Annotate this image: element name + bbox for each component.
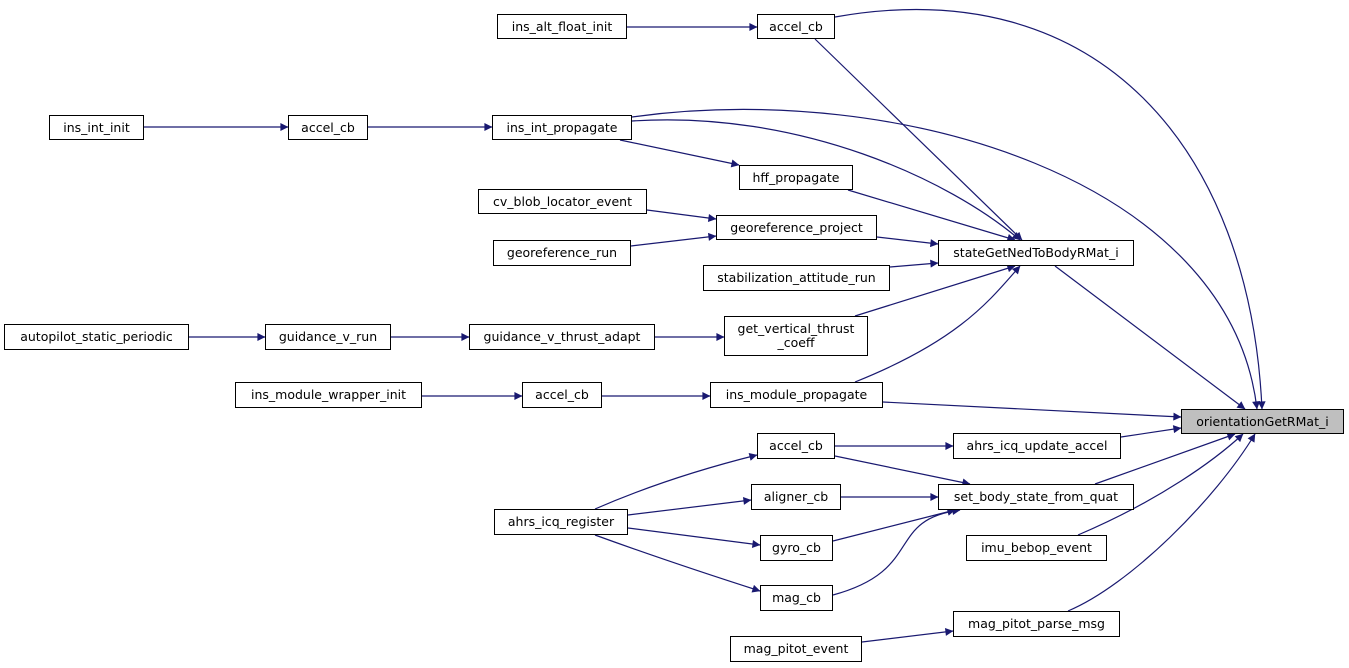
edge-mag-pitot-parse-msg-to-orientation (1067, 433, 1256, 612)
node-accel-cb-icq[interactable]: accel_cb (757, 433, 835, 459)
node-hff-propagate[interactable]: hff_propagate (739, 165, 853, 190)
edge-ahrs-icq-register-to-aligner-cb (627, 496, 752, 516)
node-guidance-v-thrust-adapt[interactable]: guidance_v_thrust_adapt (469, 324, 655, 350)
node-mag-pitot-event[interactable]: mag_pitot_event (730, 636, 862, 662)
node-get-vertical-thrust-coeff[interactable]: get_vertical_thrust _coeff (724, 316, 868, 356)
edge-georeference-run-to-georeference-project (630, 232, 717, 247)
node-ahrs-icq-register[interactable]: ahrs_icq_register (494, 509, 628, 535)
node-accel-cb-int[interactable]: accel_cb (288, 115, 368, 140)
node-guidance-v-run[interactable]: guidance_v_run (265, 324, 391, 350)
edge-mag-pitot-event-to-mag-pitot-parse-msg (861, 627, 954, 643)
edge-ins-module-propagate-to-state-ned (854, 265, 1021, 383)
edge-ins-int-propagate-to-orientation (631, 108, 1261, 410)
node-mag-pitot-parse-msg[interactable]: mag_pitot_parse_msg (953, 611, 1120, 637)
node-set-body-state-from-quat[interactable]: set_body_state_from_quat (938, 484, 1134, 510)
edge-stabilization-attitude-run-to-state-ned (889, 259, 939, 268)
edge-get-vertical-thrust-coeff-to-state-ned (854, 264, 1016, 317)
node-state-get-ned-to-body-rmat-i[interactable]: stateGetNedToBodyRMat_i (938, 240, 1134, 266)
node-imu-bebop-event[interactable]: imu_bebop_event (966, 535, 1107, 561)
edge-accel-cb-to-state-ned (814, 38, 1023, 241)
edge-ahrs-icq-register-to-mag-cb (594, 534, 761, 593)
node-orientation-get-rmat-i: orientationGetRMat_i (1181, 409, 1344, 434)
edge-cv-blob-locator-event-to-georeference-project (646, 209, 717, 222)
node-ins-alt-float-init[interactable]: ins_alt_float_init (497, 14, 627, 39)
edge-ins-module-propagate-to-orientation (882, 401, 1182, 421)
node-aligner-cb[interactable]: aligner_cb (751, 484, 841, 510)
edge-mag-cb-to-set-body-state (832, 507, 961, 596)
edge-state-ned-to-orientation (1054, 265, 1246, 410)
node-georeference-project[interactable]: georeference_project (716, 215, 877, 240)
edge-hff-propagate-to-state-ned (847, 189, 1016, 242)
edge-ahrs-icq-register-to-accel-cb-icq (594, 452, 758, 510)
node-autopilot-static-periodic[interactable]: autopilot_static_periodic (4, 324, 189, 350)
edge-ins-int-propagate-to-state-ned (631, 119, 1021, 241)
edge-ahrs-icq-update-accel-to-orientation (1120, 425, 1182, 438)
node-ins-int-propagate[interactable]: ins_int_propagate (492, 115, 632, 140)
node-ins-int-init[interactable]: ins_int_init (49, 115, 144, 140)
node-cv-blob-locator-event[interactable]: cv_blob_locator_event (478, 189, 647, 214)
node-stabilization-attitude-run[interactable]: stabilization_attitude_run (703, 265, 890, 291)
node-accel-cb-module[interactable]: accel_cb (522, 382, 602, 408)
node-gyro-cb[interactable]: gyro_cb (760, 535, 833, 561)
edge-gyro-cb-to-set-body-state (832, 507, 956, 542)
edge-ahrs-icq-register-to-gyro-cb (627, 527, 761, 548)
edge-accel-cb-icq-to-set-body-state (834, 455, 971, 487)
edge-accel-cb-to-orientation (834, 8, 1266, 410)
node-ins-module-propagate[interactable]: ins_module_propagate (710, 382, 883, 408)
node-georeference-run[interactable]: georeference_run (493, 240, 631, 266)
edge-set-body-state-to-orientation (1094, 432, 1236, 485)
node-accel-cb-top[interactable]: accel_cb (757, 14, 835, 39)
node-ins-module-wrapper-init[interactable]: ins_module_wrapper_init (235, 382, 422, 408)
node-ahrs-icq-update-accel[interactable]: ahrs_icq_update_accel (953, 433, 1121, 459)
edge-georeference-project-to-state-ned (876, 236, 939, 248)
edge-imu-bebop-event-to-orientation (1077, 433, 1244, 536)
edge-ins-int-propagate-to-hff-propagate (619, 139, 740, 168)
node-mag-cb[interactable]: mag_cb (760, 585, 833, 611)
